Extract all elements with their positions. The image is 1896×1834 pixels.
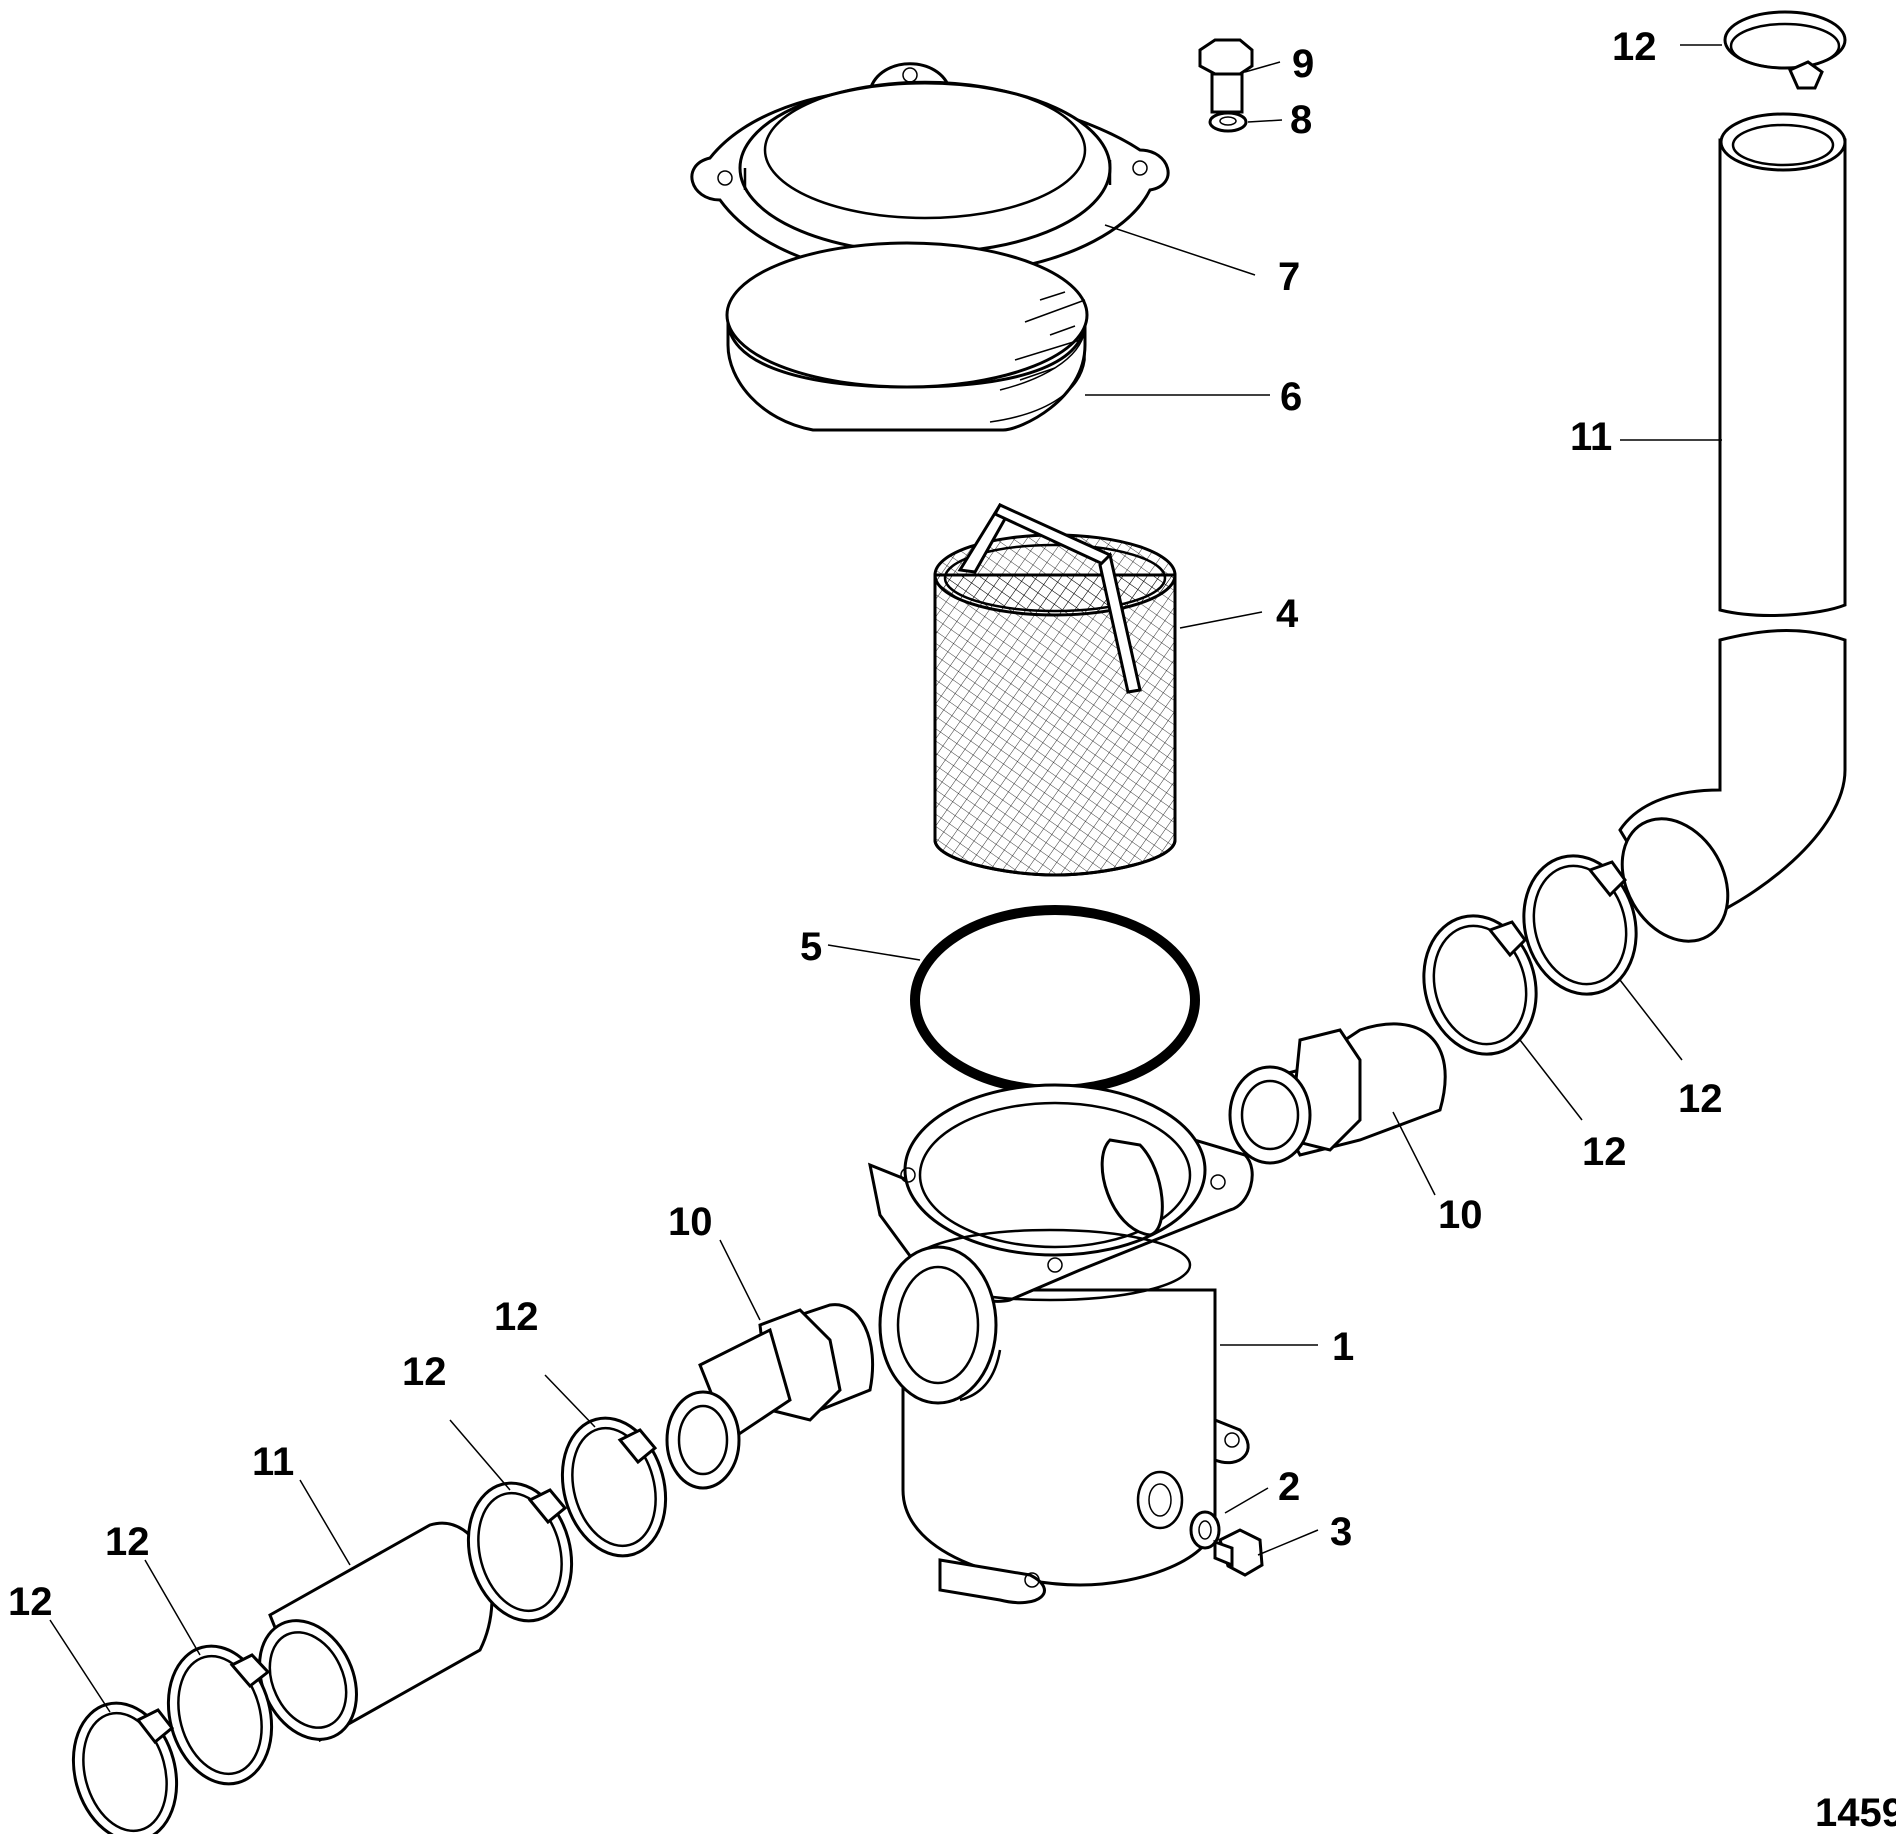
callout-10-right: 10 <box>1438 1193 1483 1237</box>
hose-clamp-left-2 <box>466 1481 574 1623</box>
callout-12-left-2: 12 <box>402 1350 447 1394</box>
callout-8: 8 <box>1290 98 1312 142</box>
callout-11-right: 11 <box>1570 415 1612 459</box>
callout-12-right-2: 12 <box>1582 1130 1627 1174</box>
hose-clamp-left-4 <box>71 1701 179 1834</box>
hose-fitting-left <box>665 1303 875 1490</box>
callout-12-left-4: 12 <box>8 1580 53 1624</box>
hose-right <box>1618 112 1847 943</box>
hose-left <box>258 1521 494 1743</box>
drain-washer <box>1189 1510 1221 1550</box>
hose-clamp-top <box>1723 10 1847 90</box>
bolt <box>1198 38 1254 114</box>
hose-clamp-left-1 <box>560 1416 668 1558</box>
drain-plug <box>1213 1528 1264 1577</box>
callout-3: 3 <box>1330 1510 1352 1554</box>
lock-washer <box>1208 111 1248 133</box>
callout-12-left-3: 12 <box>105 1520 150 1564</box>
cover-plate <box>690 62 1170 291</box>
callout-12-right-1: 12 <box>1678 1077 1723 1121</box>
sight-glass <box>725 241 1089 432</box>
callout-10-left: 10 <box>668 1200 713 1244</box>
hose-fitting-right <box>1228 1022 1447 1165</box>
callout-9: 9 <box>1292 42 1314 86</box>
callout-11-left: 11 <box>252 1440 294 1484</box>
callout-2: 2 <box>1278 1465 1300 1509</box>
strainer-basket <box>933 503 1177 877</box>
hose-clamp-right-2 <box>1422 914 1538 1056</box>
hose-clamp-right-1 <box>1522 854 1638 996</box>
callout-1: 1 <box>1332 1325 1354 1369</box>
callout-4: 4 <box>1276 592 1299 636</box>
callout-7: 7 <box>1278 255 1300 299</box>
leader-lines <box>49 44 1722 1713</box>
callouts: 1 2 3 4 5 6 7 8 9 10 10 11 11 12 12 12 1… <box>8 25 1723 1624</box>
callout-6: 6 <box>1280 375 1302 419</box>
figure-number: 1459 <box>1815 1791 1896 1834</box>
callout-12-top: 12 <box>1612 25 1657 69</box>
gasket <box>910 905 1200 1095</box>
strainer-body <box>867 1083 1254 1605</box>
callout-5: 5 <box>800 925 822 969</box>
callout-12-left-1: 12 <box>494 1295 539 1339</box>
